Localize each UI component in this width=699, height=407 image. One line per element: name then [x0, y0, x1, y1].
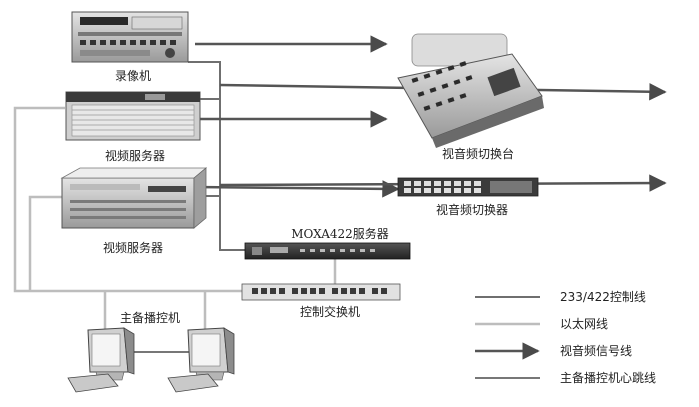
video-server-1-device — [65, 91, 201, 141]
legend: 233/422控制线 以太网线 视音频信号线 主备播控机心跳线 — [475, 290, 656, 385]
control-switch-device — [241, 283, 401, 301]
video-server-1-label: 视频服务器 — [105, 148, 165, 163]
legend-label-signal: 视音频信号线 — [560, 343, 632, 358]
backup-pc-icon — [167, 327, 235, 393]
av-switcher-device — [397, 177, 539, 197]
control-switch-label: 控制交换机 — [300, 304, 360, 319]
legend-label-ethernet: 以太网线 — [560, 316, 608, 331]
video-server-2-device — [60, 167, 208, 229]
recorder-label: 录像机 — [115, 69, 151, 83]
legend-label-control: 233/422控制线 — [560, 290, 646, 304]
legend-item-heartbeat: 主备播控机心跳线 — [475, 371, 656, 385]
legend-item-control: 233/422控制线 — [475, 290, 646, 304]
moxa-server-device — [244, 242, 411, 260]
video-server-2-label: 视频服务器 — [103, 240, 163, 255]
recorder-device — [71, 11, 189, 63]
master-pc-icon — [67, 327, 135, 393]
legend-item-signal: 视音频信号线 — [475, 342, 632, 360]
av-switcher-label: 视音频切换器 — [436, 202, 508, 217]
ethernet-lines — [13, 106, 337, 330]
av-console-device — [397, 33, 544, 148]
legend-label-heartbeat: 主备播控机心跳线 — [560, 371, 656, 385]
av-console-label: 视音频切换台 — [442, 146, 514, 161]
legend-item-ethernet: 以太网线 — [475, 316, 608, 331]
moxa-label: MOXA422服务器 — [291, 226, 389, 241]
master-backup-label: 主备播控机 — [120, 311, 180, 325]
